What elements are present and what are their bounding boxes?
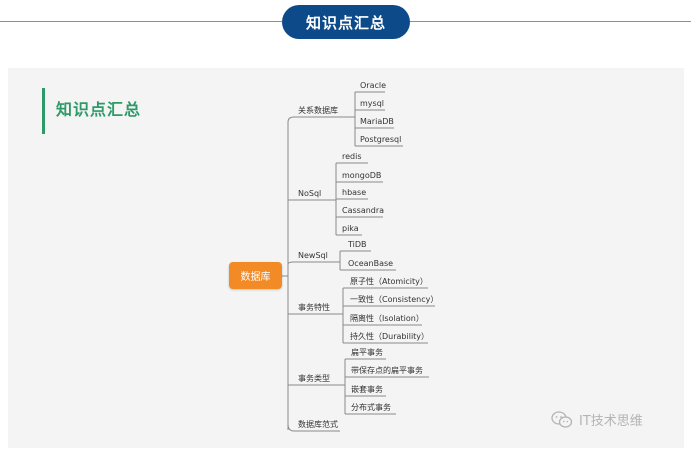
leaf-redis: redis [342, 152, 362, 161]
leaf-atomicity: 原子性（Atomicity） [350, 277, 428, 286]
panel-title: 知识点汇总 [56, 100, 142, 119]
connector-branch-normal-forms [287, 423, 340, 432]
connector-branch-newsql [287, 261, 335, 265]
leaf-isolation: 隔离性（Isolation） [350, 314, 424, 323]
leaf-durability: 持久性（Durability） [350, 332, 430, 341]
leaf-postgresql: Postgresql [360, 135, 402, 144]
leaf-oceanbase: OceanBase [348, 259, 394, 268]
header-divider-right [410, 21, 691, 22]
connector-branch-rdb [287, 116, 345, 123]
watermark: IT技术思维 [551, 410, 643, 429]
leaf-oracle: Oracle [360, 81, 387, 90]
leaf-mariadb: MariaDB [360, 117, 394, 126]
mindmap-panel [8, 68, 684, 448]
branch-transaction-properties: 事务特性 [298, 303, 330, 312]
branch-newsql: NewSql [298, 251, 328, 260]
leaf-nested-transaction: 嵌套事务 [351, 385, 383, 394]
leaf-hbase: hbase [342, 188, 367, 197]
branch-transaction-types: 事务类型 [298, 374, 330, 383]
wechat-icon [551, 410, 573, 428]
header-title-badge: 知识点汇总 [282, 5, 410, 39]
leaf-mysql: mysql [360, 99, 384, 108]
leaf-consistency: 一致性（Consistency） [350, 295, 439, 304]
leaf-pika: pika [342, 224, 359, 233]
leaf-tidb: TiDB [348, 240, 367, 249]
leaf-cassandra: Cassandra [342, 206, 385, 215]
title-accent-bar [42, 88, 45, 134]
leaf-flat-transaction: 扁平事务 [351, 348, 383, 357]
mindmap-root-node: 数据库 [229, 262, 282, 289]
header-divider-left [0, 21, 282, 22]
leaf-savepoint-transaction: 带保存点的扁平事务 [351, 366, 423, 375]
watermark-text: IT技术思维 [579, 414, 643, 429]
branch-normal-forms: 数据库范式 [298, 420, 338, 429]
leaf-distributed-transaction: 分布式事务 [351, 403, 391, 412]
branch-nosql: NoSql [298, 189, 322, 198]
leaf-mongodb: mongoDB [342, 171, 382, 180]
branch-relational-db: 关系数据库 [298, 106, 338, 115]
